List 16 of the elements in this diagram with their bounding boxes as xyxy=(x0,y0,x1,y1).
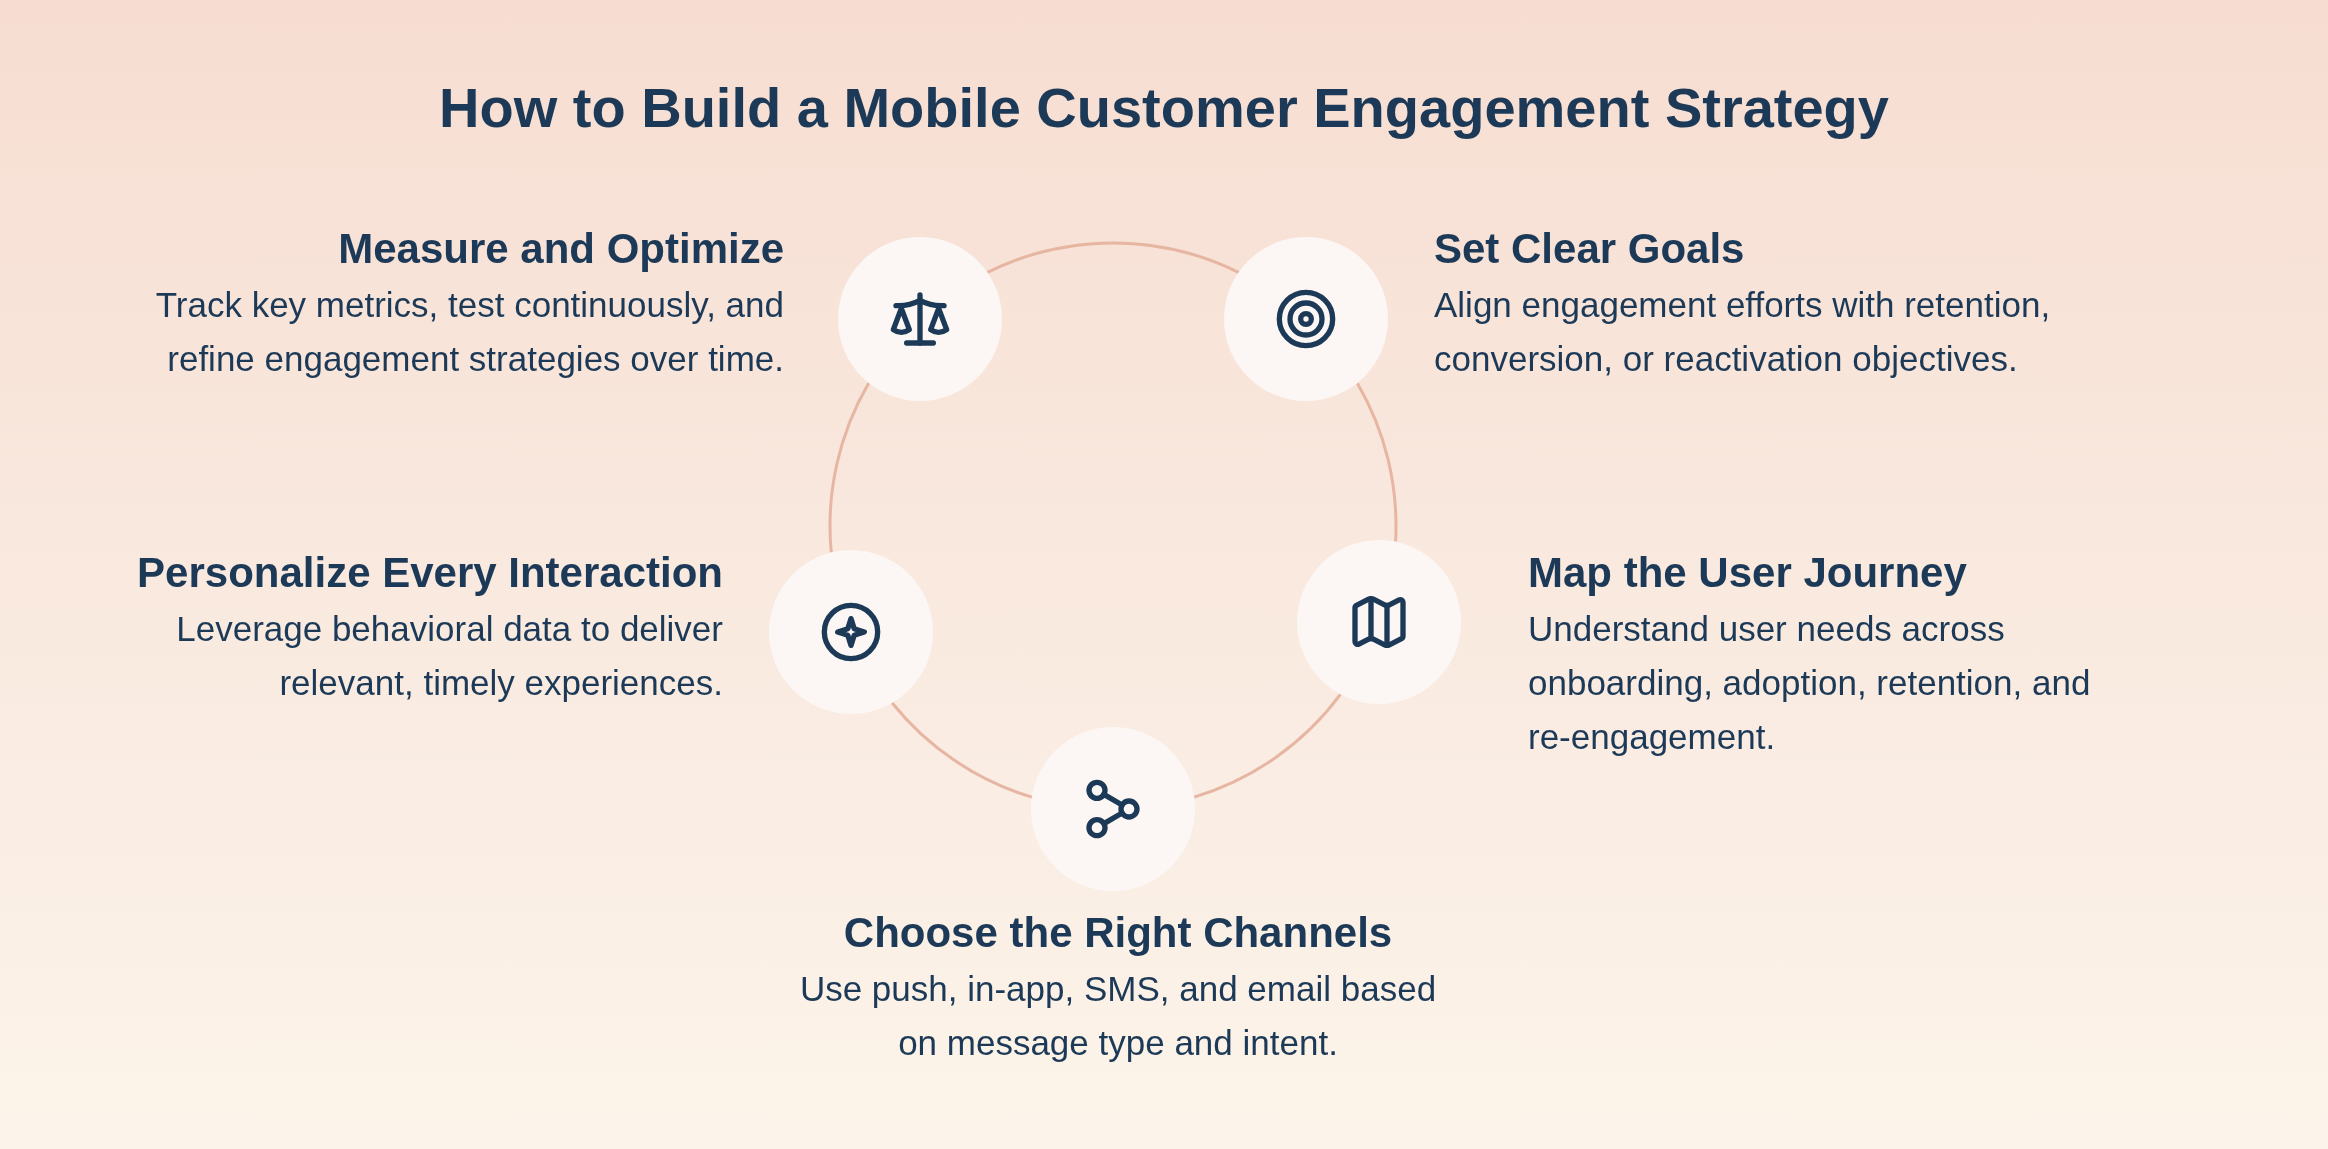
step-heading: Measure and Optimize xyxy=(337,224,784,274)
step-heading: Set Clear Goals xyxy=(1434,224,1746,274)
step-description: Use push, in-app, SMS, and email based on message type and intent. xyxy=(798,968,1438,1064)
ring-arc xyxy=(890,701,1033,799)
step-heading: Map the User Journey xyxy=(1528,548,1968,598)
step-description: Understand user needs across onboarding, adoption, retention, and re-engagement. xyxy=(1528,608,2092,758)
step-description: Align engagement efforts with retention, conversion, or reactivation objectives. xyxy=(1434,284,2052,380)
step-heading: Choose the Right Channels xyxy=(842,908,1394,958)
ring-arc xyxy=(1356,382,1398,542)
ring-arc xyxy=(986,241,1240,274)
step-description: Leverage behavioral data to deliver relevant, timely experiences. xyxy=(175,608,723,704)
title: How to Build a Mobile Customer Engagement Strategy xyxy=(439,75,1889,141)
step-description: Track key metrics, test continuously, and refine engagement strategies over time. xyxy=(154,284,784,380)
step-heading: Personalize Every Interaction xyxy=(136,548,723,598)
ring-arc xyxy=(1193,693,1342,799)
ring-arc xyxy=(828,382,871,553)
